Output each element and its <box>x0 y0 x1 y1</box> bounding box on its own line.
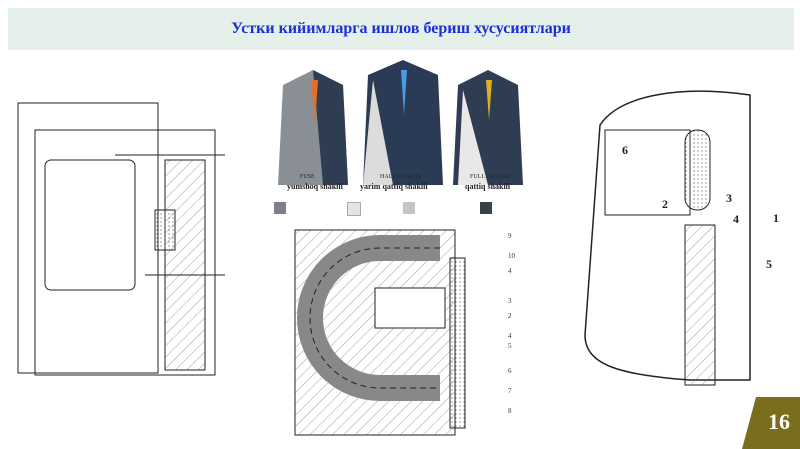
svg-text:10: 10 <box>508 252 516 260</box>
jacket-type-1: FUSE <box>300 174 315 180</box>
svg-text:6: 6 <box>508 367 512 375</box>
jacket-type-3: FULL CANVAS <box>470 174 511 180</box>
jacket-label-1: yumshoq shakili <box>287 182 343 191</box>
jacket-label-3: qattiq shakili <box>465 182 511 191</box>
svg-text:3: 3 <box>508 297 512 305</box>
svg-text:4: 4 <box>508 332 512 340</box>
svg-text:1: 1 <box>773 211 779 225</box>
svg-text:4: 4 <box>733 212 739 226</box>
legend-swatch <box>274 202 286 214</box>
svg-text:6: 6 <box>622 143 628 157</box>
svg-text:5: 5 <box>508 342 512 350</box>
middle-section-diagram: 9 10 4 3 2 4 5 6 7 8 <box>294 229 516 436</box>
slide-header: Устки кийимларга ишлов бериш хусусиятлар… <box>8 8 794 50</box>
page-number: 16 <box>768 409 790 434</box>
svg-text:7: 7 <box>508 387 512 395</box>
jacket-type-2: HALF CANVAS <box>380 174 422 180</box>
legend-swatch <box>347 202 361 216</box>
slide-title: Устки кийимларга ишлов бериш хусусиятлар… <box>231 20 571 37</box>
legend-swatch <box>480 202 492 214</box>
svg-text:2: 2 <box>662 197 668 211</box>
svg-text:2: 2 <box>508 312 512 320</box>
jacket-label-2: yarim qattiq shakili <box>360 182 428 191</box>
svg-text:9: 9 <box>508 232 512 240</box>
legend-swatch <box>403 202 415 214</box>
jackets-illustration <box>278 60 523 185</box>
left-section-diagram <box>17 102 225 376</box>
right-section-diagram: 1 2 34 5 6 <box>584 90 779 386</box>
svg-text:3: 3 <box>726 191 732 205</box>
svg-text:8: 8 <box>508 407 512 415</box>
page-number-badge: 16 <box>742 397 800 449</box>
svg-text:4: 4 <box>508 267 512 275</box>
svg-text:5: 5 <box>766 257 772 271</box>
